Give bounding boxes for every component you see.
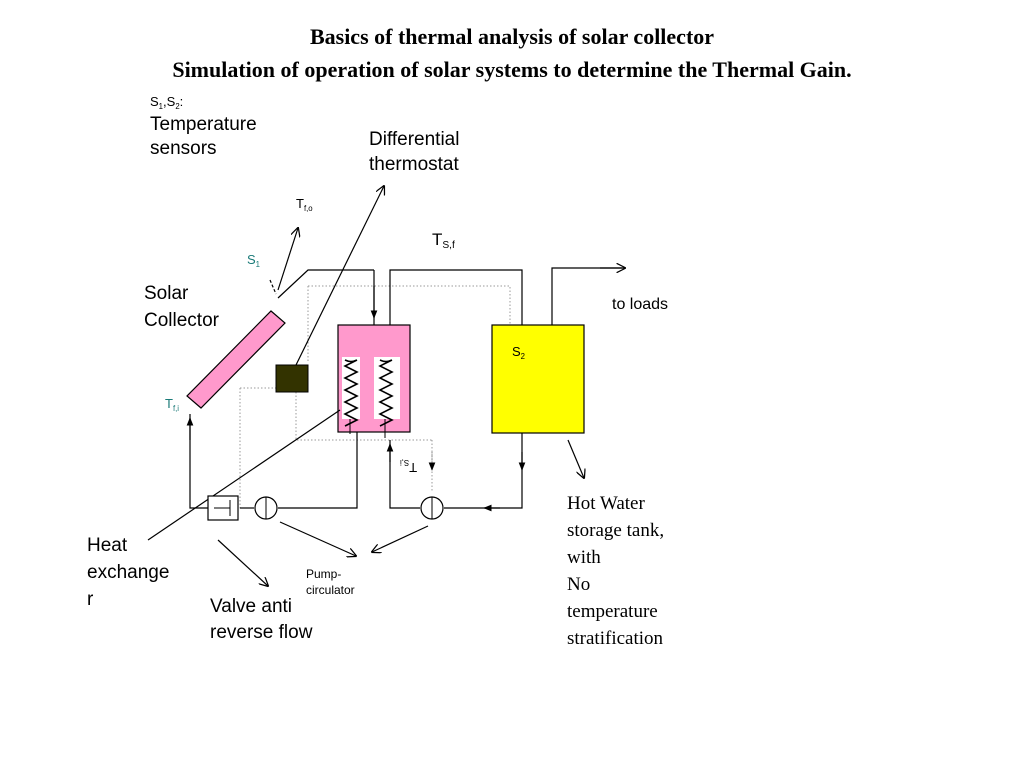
- flow-arrows: [147, 186, 625, 586]
- collector-label: Solar Collector: [144, 283, 219, 331]
- sensors-label: Temperature sensors: [150, 114, 257, 159]
- pump-label: Pump- circulator: [306, 567, 355, 597]
- loads-label: to loads: [612, 296, 669, 313]
- valve-label: Valve anti reverse flow: [210, 596, 313, 643]
- title-line-2: Simulation of operation of solar systems…: [172, 57, 852, 82]
- heat-exchanger-label: Heat exchange r: [87, 535, 170, 610]
- coil-window-right: [374, 357, 400, 419]
- coil-left: [343, 359, 359, 427]
- storage-tank: [491, 324, 585, 434]
- solar-collector: [186, 310, 286, 409]
- tsf-label: TS,f: [432, 230, 455, 251]
- s2-label: S2: [512, 344, 526, 361]
- differential-thermostat: [275, 364, 309, 393]
- tsi-label: TS,i: [400, 458, 418, 475]
- tfo-label: Tf,o: [296, 196, 313, 213]
- s1-label: S1: [247, 252, 261, 269]
- title-line-1: Basics of thermal analysis of solar coll…: [309, 24, 715, 49]
- thermostat-label: Differential thermostat: [369, 129, 460, 175]
- storage-tank-label: Hot Water storage tank, with No temperat…: [567, 493, 665, 649]
- coil-right: [378, 359, 394, 427]
- sensors-label-heading: S1,S2:: [150, 94, 184, 111]
- tfi-label: Tf,i: [165, 396, 180, 413]
